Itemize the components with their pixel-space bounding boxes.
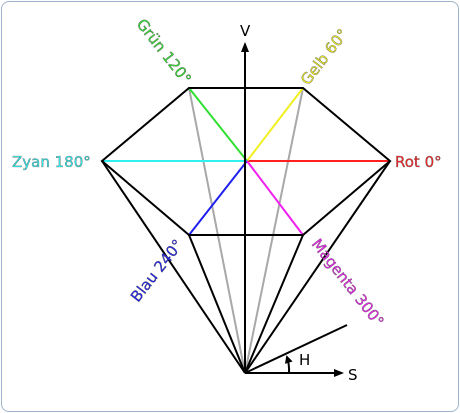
hue-label-gelb: Gelb 60°	[297, 25, 352, 88]
hidden-edges	[188, 87, 304, 374]
h-axis-label: H	[299, 351, 310, 369]
edge-to-rot	[244, 160, 391, 374]
hue-line-gruen	[188, 87, 248, 162]
hue-label-gruen: Grün 120°	[133, 15, 195, 87]
v-axis-label: V	[240, 22, 251, 40]
h-arc	[285, 355, 293, 374]
edge-to-magenta	[244, 234, 304, 374]
hue-line-gelb	[246, 87, 304, 162]
edge-to-zyan	[101, 160, 246, 374]
edge-to-blau	[188, 234, 246, 374]
h-reference-line	[244, 324, 348, 374]
hidden-edge-green	[188, 87, 246, 374]
s-axis-label: S	[348, 366, 358, 384]
hexcone-edges	[100, 87, 392, 374]
hue-line-blau	[188, 160, 248, 236]
hue-label-blau: Blau 240°	[127, 236, 187, 305]
hidden-edge-yellow	[244, 87, 304, 374]
hue-lines	[102, 87, 390, 236]
axes	[241, 42, 348, 377]
hue-label-magenta: Magenta 300°	[308, 235, 388, 330]
hue-line-magenta	[246, 160, 304, 236]
hue-label-zyan: Zyan 180°	[12, 153, 91, 171]
hue-label-rot: Rot 0°	[395, 153, 442, 171]
